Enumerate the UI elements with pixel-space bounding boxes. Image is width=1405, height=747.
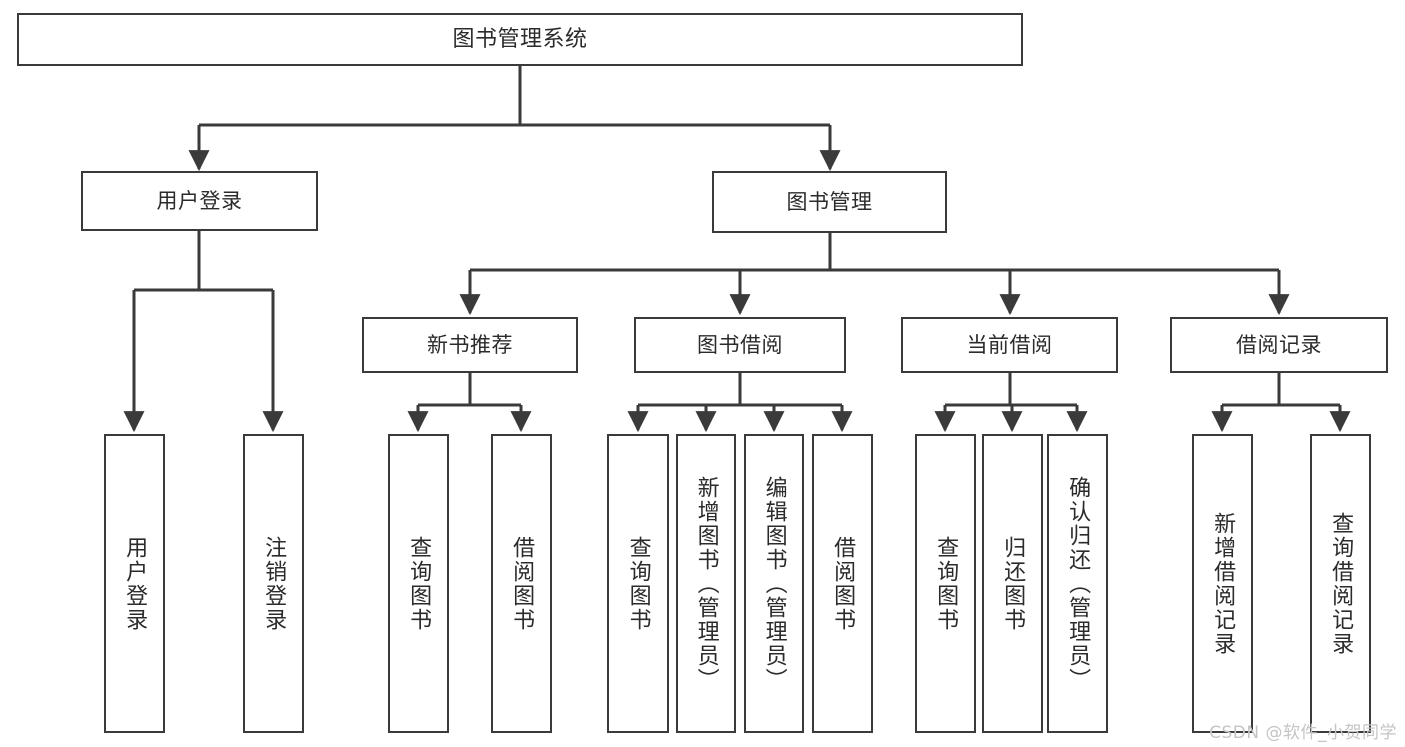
node-leaf-borrow-book-2[interactable]: 借阅图书 xyxy=(812,434,873,733)
node-book-manage-label: 图书管理 xyxy=(786,189,873,214)
node-leaf-return-book-label: 归还图书 xyxy=(1000,535,1026,632)
node-leaf-query-book-3-label: 查询图书 xyxy=(933,535,959,632)
node-leaf-user-login-label: 用户登录 xyxy=(122,535,148,632)
node-leaf-confirm-return[interactable]: 确认归还（管理员） xyxy=(1047,434,1108,733)
node-leaf-add-book[interactable]: 新增图书（管理员） xyxy=(676,434,736,733)
node-leaf-logout-login-label: 注销登录 xyxy=(261,535,287,632)
node-leaf-query-book-1[interactable]: 查询图书 xyxy=(388,434,449,733)
node-leaf-edit-book-label: 编辑图书（管理员） xyxy=(761,475,787,692)
node-leaf-add-record-label: 新增借阅记录 xyxy=(1210,511,1236,656)
node-leaf-user-login[interactable]: 用户登录 xyxy=(104,434,165,733)
node-leaf-logout-login[interactable]: 注销登录 xyxy=(243,434,304,733)
node-borrow-record-label: 借阅记录 xyxy=(1236,332,1322,357)
node-leaf-query-record[interactable]: 查询借阅记录 xyxy=(1310,434,1371,733)
node-leaf-query-record-label: 查询借阅记录 xyxy=(1328,511,1354,656)
node-root-system-label: 图书管理系统 xyxy=(452,26,588,52)
node-leaf-borrow-book-1[interactable]: 借阅图书 xyxy=(491,434,552,733)
node-user-login[interactable]: 用户登录 xyxy=(81,171,318,231)
node-new-book-recommend-label: 新书推荐 xyxy=(427,332,513,357)
node-current-borrow-label: 当前借阅 xyxy=(966,332,1053,357)
node-user-login-label: 用户登录 xyxy=(156,188,243,213)
node-book-borrow[interactable]: 图书借阅 xyxy=(634,317,846,373)
node-borrow-record[interactable]: 借阅记录 xyxy=(1170,317,1388,373)
node-leaf-query-book-2[interactable]: 查询图书 xyxy=(607,434,669,733)
node-leaf-confirm-return-label: 确认归还（管理员） xyxy=(1065,475,1091,692)
node-leaf-query-book-2-label: 查询图书 xyxy=(625,535,651,632)
node-leaf-query-book-3[interactable]: 查询图书 xyxy=(915,434,976,733)
node-leaf-borrow-book-1-label: 借阅图书 xyxy=(509,535,535,632)
node-leaf-add-book-label: 新增图书（管理员） xyxy=(693,475,719,692)
node-leaf-edit-book[interactable]: 编辑图书（管理员） xyxy=(744,434,804,733)
node-leaf-add-record[interactable]: 新增借阅记录 xyxy=(1192,434,1253,733)
node-book-manage[interactable]: 图书管理 xyxy=(712,171,947,233)
node-leaf-query-book-1-label: 查询图书 xyxy=(406,535,432,632)
node-new-book-recommend[interactable]: 新书推荐 xyxy=(362,317,578,373)
csdn-watermark: CSDN @软件_小贺同学 xyxy=(1209,723,1397,743)
node-current-borrow[interactable]: 当前借阅 xyxy=(901,317,1118,373)
node-leaf-borrow-book-2-label: 借阅图书 xyxy=(830,535,856,632)
node-root-system[interactable]: 图书管理系统 xyxy=(17,13,1023,66)
node-book-borrow-label: 图书借阅 xyxy=(697,332,783,357)
node-leaf-return-book[interactable]: 归还图书 xyxy=(982,434,1043,733)
